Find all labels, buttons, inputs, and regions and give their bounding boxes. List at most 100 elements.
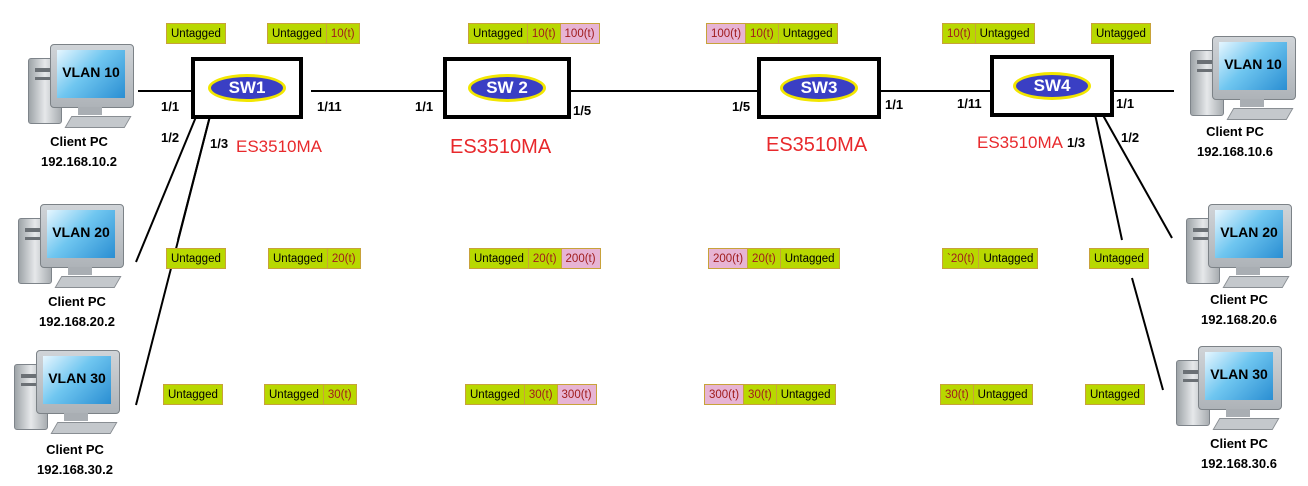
port-label: 1/1 bbox=[885, 97, 904, 112]
vlan-tag-box: Untagged bbox=[1091, 23, 1151, 44]
port-label: 1/11 bbox=[317, 99, 342, 114]
client-ip: 192.168.10.2 bbox=[41, 154, 117, 169]
vlan-tag-box: Untagged bbox=[166, 248, 226, 269]
untagged-cell: Untagged bbox=[470, 249, 529, 268]
client-pc-vlan10-right[interactable]: VLAN 10 bbox=[1186, 36, 1298, 128]
client-ip: 192.168.30.2 bbox=[37, 462, 113, 477]
tagged-cell: 10(t) bbox=[746, 24, 779, 43]
client-caption: Client PC 192.168.10.6 bbox=[1170, 122, 1300, 162]
client-caption: Client PC 192.168.30.6 bbox=[1174, 434, 1304, 474]
untagged-cell: Untagged bbox=[268, 24, 327, 43]
vlan-label: VLAN 10 bbox=[1224, 56, 1282, 72]
port-label: 1/11 bbox=[957, 96, 982, 111]
port-label: 1/3 bbox=[1067, 135, 1086, 150]
link-sw4-pc20 bbox=[1099, 109, 1173, 239]
port-label: 1/5 bbox=[732, 99, 751, 114]
client-pc-vlan20-left[interactable]: VLAN 20 bbox=[14, 204, 126, 296]
client-ip: 192.168.20.6 bbox=[1201, 312, 1277, 327]
untagged-cell: Untagged bbox=[265, 385, 324, 404]
client-pc-vlan20-right[interactable]: VLAN 20 bbox=[1182, 204, 1294, 296]
monitor-icon bbox=[1212, 36, 1296, 100]
vlan-tag-box: 300(t)30(t)Untagged bbox=[704, 384, 836, 405]
tagged-cell: 30(t) bbox=[941, 385, 974, 404]
vlan-tag-box: `20(t)Untagged bbox=[942, 248, 1039, 269]
switch-sw2[interactable]: SW 2 bbox=[443, 57, 571, 119]
client-caption: Client PC 192.168.20.2 bbox=[12, 292, 142, 332]
client-name: Client PC bbox=[50, 134, 108, 149]
client-caption: Client PC 192.168.20.6 bbox=[1174, 290, 1304, 330]
vlan-tag-box: 200(t)20(t)Untagged bbox=[708, 248, 840, 269]
vlan-label: VLAN 30 bbox=[1210, 366, 1268, 382]
tagged-cell: 300(t) bbox=[557, 385, 596, 404]
untagged-cell: Untagged bbox=[1090, 249, 1148, 268]
client-pc-vlan30-left[interactable]: VLAN 30 bbox=[10, 350, 122, 442]
tagged-cell: 300(t) bbox=[705, 385, 745, 404]
untagged-cell: Untagged bbox=[1092, 24, 1150, 43]
tagged-cell: 20(t) bbox=[528, 249, 562, 268]
link-sw4-pc30 bbox=[1131, 277, 1164, 391]
client-name: Client PC bbox=[1206, 124, 1264, 139]
switch-sw1[interactable]: SW1 bbox=[191, 57, 303, 119]
tagged-cell: 100(t) bbox=[707, 24, 747, 43]
vlan-tag-box: Untagged bbox=[166, 23, 226, 44]
tagged-cell: 20(t) bbox=[748, 249, 781, 268]
tagged-cell: `20(t) bbox=[943, 249, 980, 268]
tagged-cell: 10(t) bbox=[943, 24, 976, 43]
switch-label: SW4 bbox=[1013, 72, 1091, 100]
monitor-icon bbox=[50, 44, 134, 108]
tagged-cell: 30(t) bbox=[524, 385, 558, 404]
vlan-tag-box: 10(t)Untagged bbox=[942, 23, 1035, 44]
tagged-cell: 10(t) bbox=[326, 24, 359, 43]
client-pc-vlan10-left[interactable]: VLAN 10 bbox=[24, 44, 136, 136]
switch-sw3[interactable]: SW3 bbox=[757, 57, 881, 119]
untagged-cell: Untagged bbox=[167, 249, 225, 268]
switch-model: ES3510MA bbox=[236, 137, 322, 156]
monitor-icon bbox=[1208, 204, 1292, 268]
untagged-cell: Untagged bbox=[979, 249, 1038, 268]
switch-model: ES3510MA bbox=[766, 134, 868, 156]
client-ip: 192.168.30.6 bbox=[1201, 456, 1277, 471]
untagged-cell: Untagged bbox=[269, 249, 328, 268]
vlan-label: VLAN 20 bbox=[1220, 224, 1278, 240]
switch-label: SW3 bbox=[780, 74, 858, 102]
client-name: Client PC bbox=[48, 294, 106, 309]
vlan-label: VLAN 20 bbox=[52, 224, 110, 240]
untagged-cell: Untagged bbox=[164, 385, 222, 404]
link-sw1-pc20 bbox=[135, 111, 199, 263]
monitor-icon bbox=[40, 204, 124, 268]
client-caption: Client PC 192.168.10.2 bbox=[14, 132, 144, 172]
untagged-cell: Untagged bbox=[466, 385, 525, 404]
untagged-cell: Untagged bbox=[167, 24, 225, 43]
switch-label: SW 2 bbox=[468, 74, 546, 102]
tagged-cell: 200(t) bbox=[709, 249, 749, 268]
untagged-cell: Untagged bbox=[780, 249, 839, 268]
switch-label: SW1 bbox=[208, 74, 286, 102]
client-name: Client PC bbox=[1210, 436, 1268, 451]
vlan-tag-box: 100(t)10(t)Untagged bbox=[706, 23, 838, 44]
client-pc-vlan30-right[interactable]: VLAN 30 bbox=[1172, 346, 1284, 438]
link-sw4-1-3 bbox=[1094, 113, 1123, 241]
client-caption: Client PC 192.168.30.2 bbox=[10, 440, 140, 480]
switch-sw4[interactable]: SW4 bbox=[990, 55, 1114, 117]
tagged-cell: 10(t) bbox=[527, 24, 561, 43]
client-name: Client PC bbox=[1210, 292, 1268, 307]
vlan-label: VLAN 10 bbox=[62, 64, 120, 80]
untagged-cell: Untagged bbox=[973, 385, 1032, 404]
untagged-cell: Untagged bbox=[778, 24, 837, 43]
link-sw1-1-3 bbox=[177, 115, 211, 241]
untagged-cell: Untagged bbox=[776, 385, 835, 404]
monitor-icon bbox=[36, 350, 120, 414]
tagged-cell: 100(t) bbox=[560, 24, 599, 43]
port-label: 1/2 bbox=[1121, 130, 1140, 145]
port-label: 1/1 bbox=[161, 99, 180, 114]
port-label: 1/3 bbox=[210, 136, 229, 151]
switch-model: ES3510MA bbox=[977, 133, 1063, 152]
vlan-tag-box: Untagged bbox=[163, 384, 223, 405]
port-label: 1/5 bbox=[573, 103, 592, 118]
